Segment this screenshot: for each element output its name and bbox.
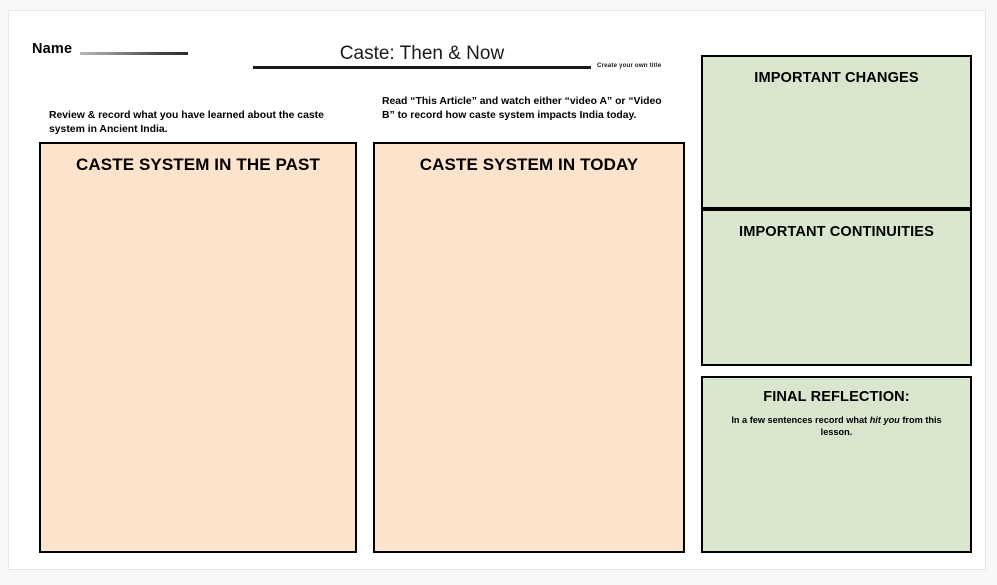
final-reflection-subtitle: In a few sentences record what hit you f… [723, 414, 950, 439]
title-hint-label: Create your own title [597, 62, 662, 69]
box-caste-system-today[interactable]: CASTE SYSTEM IN TODAY [373, 142, 685, 553]
name-field-row: Name [32, 41, 189, 57]
instruction-text-left: Review & record what you have learned ab… [49, 110, 324, 136]
final-reflection-subtitle-suffix: from this lesson. [820, 415, 942, 438]
box-title-important-continuities: IMPORTANT CONTINUITIES [739, 224, 934, 240]
instruction-text-right: Read “This Article” and watch either “vi… [382, 96, 662, 122]
worksheet-page: Name Caste: Then & Now Create your own t… [8, 10, 986, 570]
box-title-caste-system-today: CASTE SYSTEM IN TODAY [419, 155, 639, 174]
box-title-final-reflection: FINAL REFLECTION: [763, 389, 910, 405]
worksheet-title-block[interactable]: Caste: Then & Now [253, 43, 591, 69]
box-important-changes[interactable]: IMPORTANT CHANGES [701, 55, 972, 209]
name-write-in-line[interactable] [80, 51, 189, 55]
title-underline [253, 65, 591, 69]
page-title[interactable]: Caste: Then & Now [339, 43, 505, 64]
box-caste-system-past[interactable]: CASTE SYSTEM IN THE PAST [39, 142, 357, 553]
box-important-continuities[interactable]: IMPORTANT CONTINUITIES [701, 209, 972, 366]
name-label: Name [32, 41, 73, 57]
box-title-caste-system-past: CASTE SYSTEM IN THE PAST [76, 155, 320, 174]
box-title-important-changes: IMPORTANT CHANGES [754, 70, 919, 86]
final-reflection-subtitle-prefix: In a few sentences record what [731, 415, 870, 425]
box-final-reflection[interactable]: FINAL REFLECTION: In a few sentences rec… [701, 376, 972, 553]
final-reflection-subtitle-emphasis: hit you [869, 415, 900, 425]
